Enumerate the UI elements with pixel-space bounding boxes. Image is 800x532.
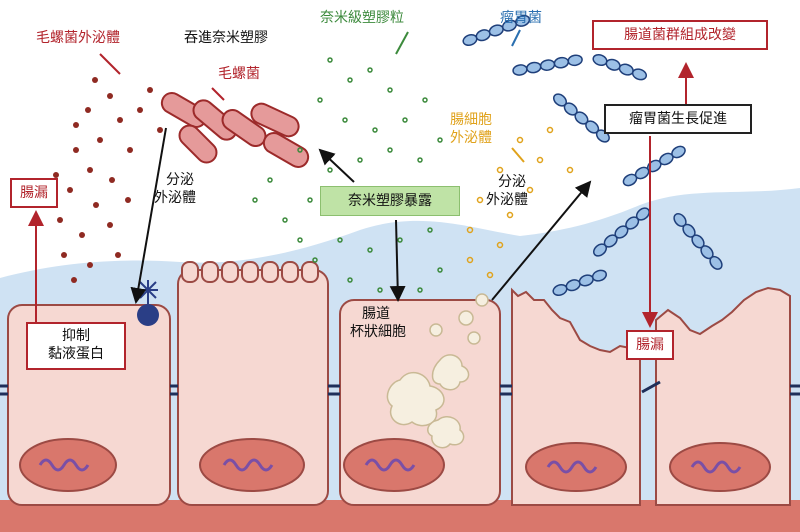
secrete-label-right-2: 外泌體 (486, 192, 528, 208)
secrete-label-left-1: 分泌 (166, 172, 194, 188)
gut-flora-change-box: 腸道菌群組成改變 (592, 20, 768, 50)
cell-exosome-label-1: 腸細胞 (450, 112, 492, 128)
mucin-granules (386, 293, 489, 449)
nanoplastic-dots (252, 57, 458, 293)
inhibit-text-2: 黏液蛋白 (48, 346, 104, 362)
arrows (28, 29, 694, 328)
rumen-growth-box: 瘤胃菌生長促進 (604, 104, 752, 134)
secrete-label-right-1: 分泌 (498, 174, 526, 190)
spiral-exosome-label: 毛螺菌外泌體 (36, 30, 120, 46)
nuclei (19, 438, 771, 492)
leaky-gut-left-box: 腸漏 (10, 178, 58, 208)
spiral-bacteria-label: 毛螺菌 (218, 66, 260, 82)
leaky-gut-right-box: 腸漏 (626, 330, 674, 360)
cell-exosome-dots (466, 126, 574, 279)
tight-junctions (0, 380, 800, 396)
nanoplastic-exposure-box: 奈米塑膠暴露 (320, 186, 460, 216)
secrete-label-left-2: 外泌體 (154, 190, 196, 206)
mucin-symbol (137, 280, 159, 326)
cell-exosome-label-2: 外泌體 (450, 130, 492, 146)
rumen-bacteria-label: 瘤胃菌 (500, 10, 542, 26)
goblet-cell-label-2: 杯狀細胞 (350, 324, 406, 340)
ingest-nanoplastic-label: 吞進奈米塑膠 (184, 30, 268, 46)
goblet-cell-label-1: 腸道 (362, 306, 390, 322)
rumen-bacteria (462, 14, 723, 297)
microvilli (181, 261, 319, 283)
spiral-exosome-dots (53, 77, 163, 283)
nanoplastic-particles-label: 奈米級塑膠粒 (320, 10, 404, 26)
mucin-inhibition-box: 抑制 黏液蛋白 (26, 322, 126, 370)
inhibit-text-1: 抑制 (62, 328, 90, 344)
spiral-bacteria (160, 92, 310, 168)
